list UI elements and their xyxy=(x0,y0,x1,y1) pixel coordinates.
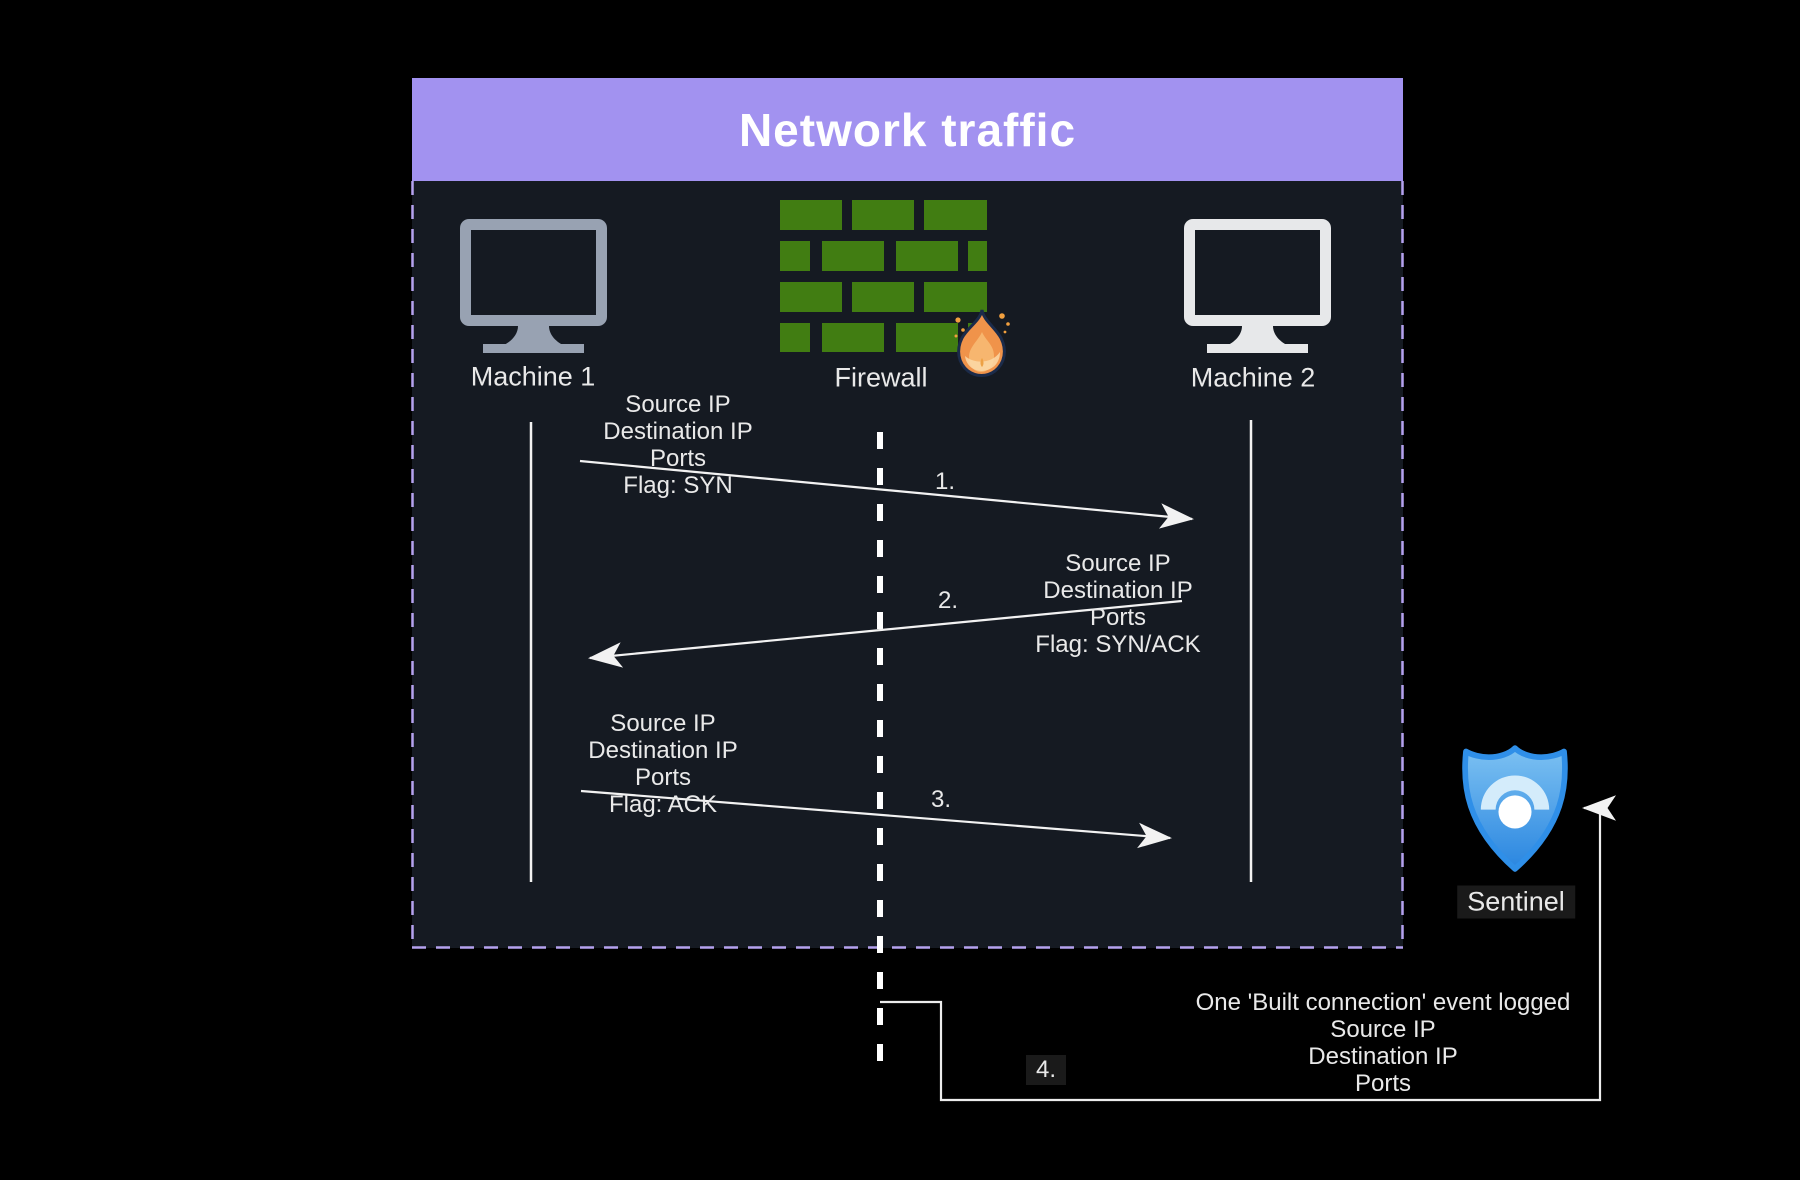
message-line: Ports xyxy=(1354,1070,1412,1097)
message-2-number: 2. xyxy=(937,587,959,614)
message-line: Ports xyxy=(1089,604,1147,631)
sentinel-label: Sentinel xyxy=(1457,885,1575,919)
arrow-3-ack xyxy=(580,789,1172,849)
message-line: Source IP xyxy=(1330,1016,1436,1043)
message-2-text: Source IP Destination IP Ports Flag: SYN… xyxy=(1035,550,1200,658)
panel-dashed-border xyxy=(411,181,1404,949)
message-line: Flag: ACK xyxy=(608,791,718,818)
message-line: Flag: SYN/ACK xyxy=(1035,631,1201,658)
message-3-text: Source IP Destination IP Ports Flag: ACK xyxy=(588,710,737,818)
machine1-monitor-icon xyxy=(460,219,607,353)
arrow-4-logged-event xyxy=(880,795,1617,1102)
message-1-number: 1. xyxy=(934,468,956,495)
message-line: Destination IP xyxy=(1308,1043,1458,1070)
sentinel-shield-gauge-icon xyxy=(1462,745,1568,872)
firewall-label: Firewall xyxy=(834,362,928,393)
message-line: Destination IP xyxy=(1043,577,1193,604)
message-4-number: 4. xyxy=(1025,1055,1067,1085)
message-line: Ports xyxy=(649,445,707,472)
message-line: Source IP xyxy=(610,710,716,737)
message-line: Ports xyxy=(634,764,692,791)
panel-header: Network traffic xyxy=(412,78,1403,181)
arrow-1-syn xyxy=(579,459,1194,529)
message-line: Source IP xyxy=(625,391,731,418)
message-line: Source IP xyxy=(1065,550,1171,577)
message-4-text: One 'Built connection' event logged Sour… xyxy=(1196,989,1571,1097)
machine2-label: Machine 2 xyxy=(1190,362,1316,393)
arrow-2-synack xyxy=(588,599,1183,668)
message-3-number: 3. xyxy=(930,786,952,813)
fire-sparks xyxy=(954,313,1010,338)
message-line: Destination IP xyxy=(603,418,753,445)
fire-icon xyxy=(954,309,1010,377)
message-line: One 'Built connection' event logged xyxy=(1195,989,1571,1016)
machine1-label: Machine 1 xyxy=(470,361,596,392)
message-line: Flag: SYN xyxy=(623,472,733,499)
message-1-text: Source IP Destination IP Ports Flag: SYN xyxy=(603,391,752,499)
panel-title: Network traffic xyxy=(738,103,1077,156)
machine2-monitor-icon xyxy=(1184,219,1331,353)
firewall-brick-wall-icon xyxy=(780,200,987,352)
message-line: Destination IP xyxy=(588,737,738,764)
